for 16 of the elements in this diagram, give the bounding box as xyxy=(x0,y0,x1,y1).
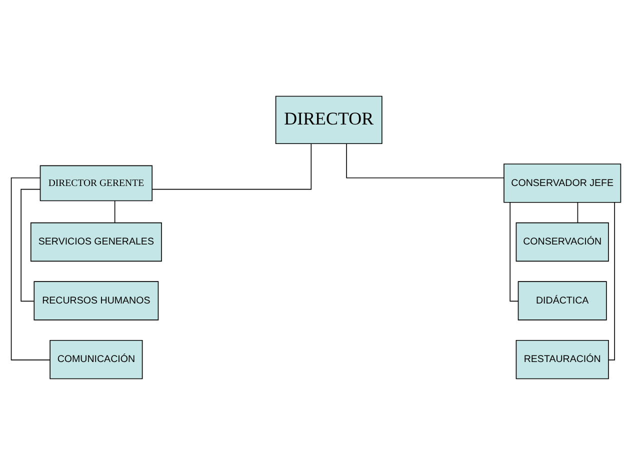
node-box: SERVICIOS GENERALES xyxy=(30,222,162,262)
node-box: DIRECTOR xyxy=(275,96,382,144)
node-box: COMUNICACIÓN xyxy=(50,340,143,380)
node-box: RECURSOS HUMANOS xyxy=(34,281,159,320)
node-box: CONSERVACIÓN xyxy=(516,222,609,262)
connector xyxy=(114,200,116,224)
node-box: RESTAURACIÓN xyxy=(516,340,609,380)
connector xyxy=(346,143,504,178)
connector xyxy=(577,202,578,223)
node-box: DIRECTOR GERENTE xyxy=(40,165,153,202)
connector xyxy=(510,202,518,302)
connector xyxy=(608,202,615,360)
connector xyxy=(152,143,312,190)
node-box: DIDÁCTICA xyxy=(518,281,607,320)
connector xyxy=(10,178,50,360)
node-box: CONSERVADOR JEFE xyxy=(504,164,622,203)
